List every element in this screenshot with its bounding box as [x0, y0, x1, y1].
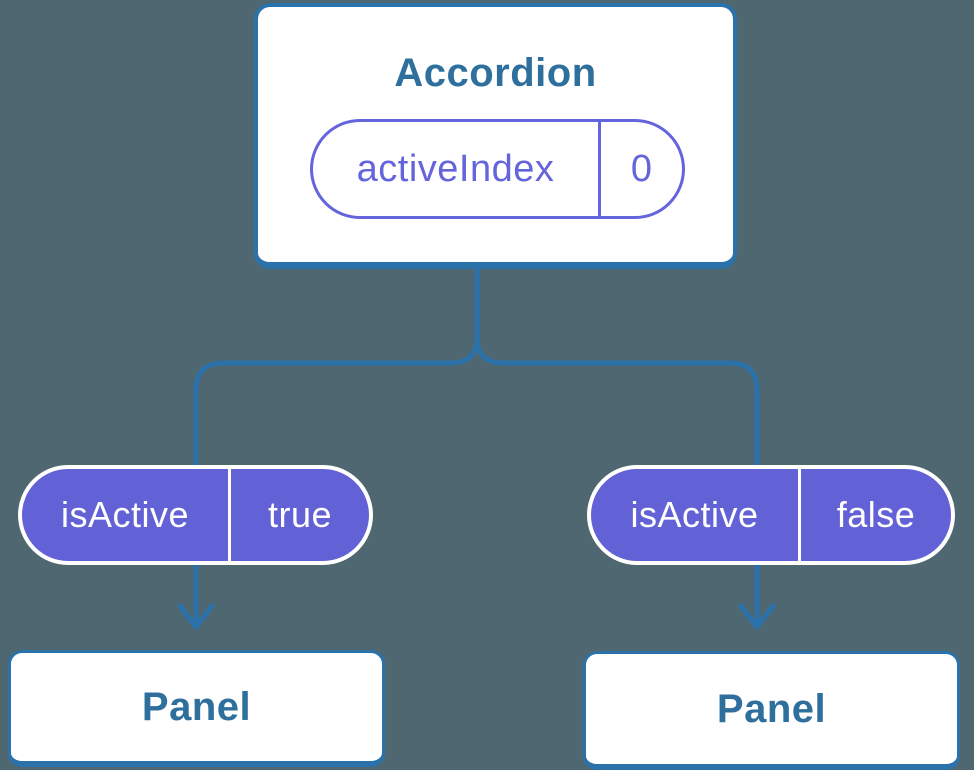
state-name: activeIndex: [356, 147, 555, 190]
arrow-down-icon-right: [738, 603, 776, 630]
prop-pill-right: isActive false: [587, 465, 955, 565]
connector-left-branch: [193, 267, 480, 624]
state-pill: activeIndex 0: [310, 119, 685, 219]
pill-divider: [798, 469, 801, 561]
prop-name: isActive: [630, 494, 759, 535]
prop-value: false: [836, 494, 916, 535]
component-title: Accordion: [394, 51, 597, 95]
panel-card-right: Panel: [583, 651, 960, 770]
accordion-component-card: Accordion activeIndex 0: [254, 3, 737, 269]
pill-divider: [228, 469, 231, 561]
panel-title: Panel: [716, 686, 827, 731]
state-value: 0: [630, 147, 653, 190]
pill-divider: [598, 122, 601, 216]
connector-right-branch: [474, 267, 760, 624]
prop-name: isActive: [60, 494, 190, 535]
arrow-down-icon-left: [177, 603, 215, 630]
panel-title: Panel: [141, 684, 252, 729]
prop-pill-left: isActive true: [18, 465, 373, 565]
prop-value: true: [267, 494, 333, 535]
panel-card-left: Panel: [8, 650, 385, 767]
